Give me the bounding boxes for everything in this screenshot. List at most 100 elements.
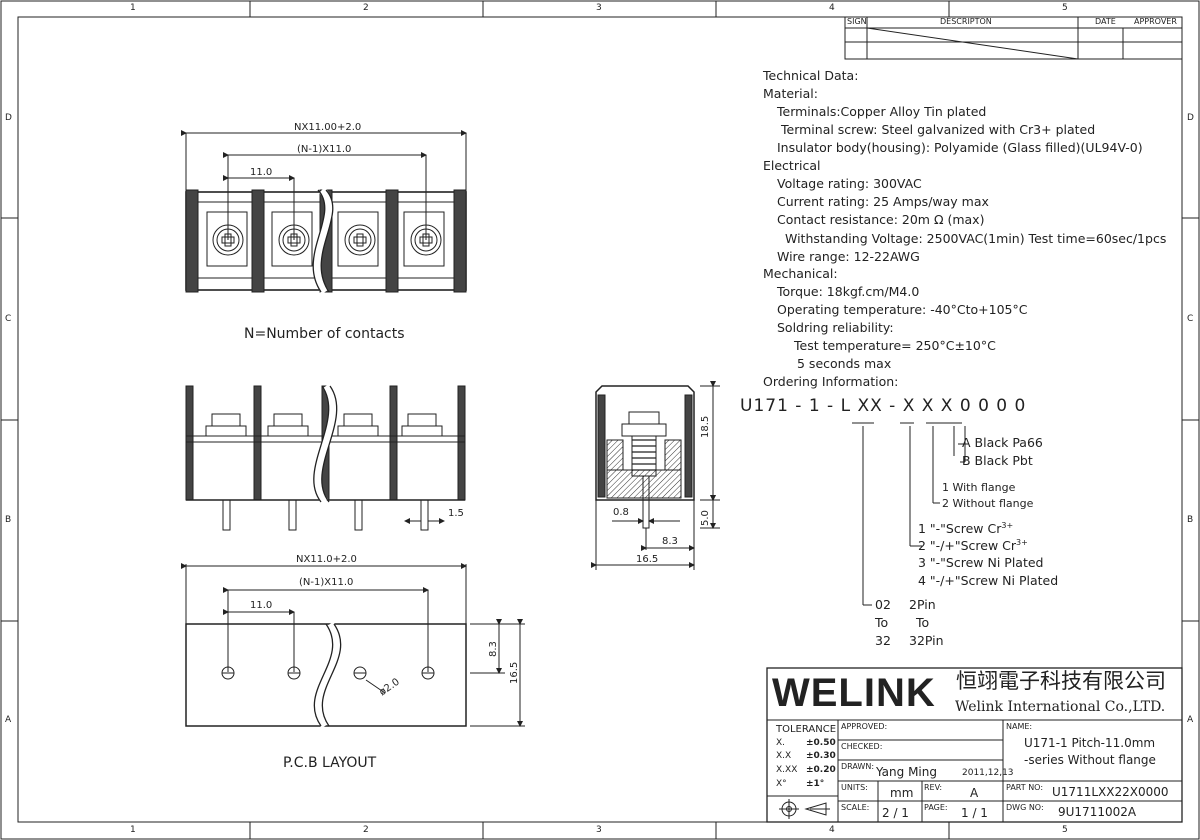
- ordering-pins-32pin: 32Pin: [909, 633, 944, 648]
- scale-label: SCALE:: [841, 803, 870, 812]
- ordering-flange-2: 2 Without flange: [942, 497, 1034, 510]
- title-block: [766, 667, 1183, 823]
- row-letter-d: D: [5, 113, 12, 123]
- tech-ordering: Ordering Information:: [763, 374, 899, 389]
- part-no-label: PART NO:: [1006, 783, 1044, 792]
- scale-value: 2 / 1: [882, 806, 909, 820]
- ordering-screw-1-text: 1 "-"Screw Cr: [918, 521, 1002, 537]
- ordering-leader-lines: [852, 422, 966, 606]
- dim-pcb-hole-y: 8.3: [488, 641, 499, 657]
- col-number-3-bottom: 3: [596, 825, 602, 835]
- dim-side-height: 18.5: [700, 415, 711, 438]
- dim-top-span: (N-1)X11.0: [297, 144, 352, 155]
- units-label: UNITS:: [841, 783, 868, 792]
- company-name-en: Welink International Co.,LTD.: [955, 699, 1166, 715]
- ordering-screw-1: 1 "-"Screw Cr3+: [918, 522, 1013, 536]
- col-number-5-bottom: 5: [1062, 825, 1068, 835]
- page-value: 1 / 1: [961, 806, 988, 820]
- ordering-screw-3: 3 "-"Screw Ni Plated: [918, 555, 1044, 570]
- name-label: NAME:: [1006, 722, 1033, 731]
- drawn-label: DRAWN:: [841, 762, 875, 771]
- dwg-no-value: 9U1711002A: [1058, 805, 1137, 819]
- tech-electrical: Electrical: [763, 158, 821, 173]
- tech-wire-range: Wire range: 12-22AWG: [777, 249, 920, 264]
- dim-side-depth: 16.5: [636, 554, 659, 565]
- row-letter-c: C: [5, 314, 12, 324]
- row-letter-a: A: [5, 715, 12, 725]
- ordering-flange-1: 1 With flange: [942, 481, 1016, 494]
- tolerance-label: TOLERANCE: [776, 724, 837, 735]
- front-view-drawing: [185, 383, 466, 531]
- tol-xx-value: ±0.30: [806, 751, 836, 761]
- part-no-value: U1711LXX22X0000: [1052, 785, 1169, 799]
- rev-sign-header: SIGN: [847, 17, 867, 26]
- units-value: mm: [890, 786, 914, 800]
- dim-pcb-span: (N-1)X11.0: [299, 577, 354, 588]
- tol-xxx: X.XX: [776, 765, 798, 775]
- ordering-pins-02: 02: [875, 597, 891, 612]
- col-number-3: 3: [596, 3, 602, 13]
- side-view-drawing: [591, 381, 720, 570]
- col-number-1-bottom: 1: [130, 825, 136, 835]
- rev-description-header: DESCRIPTON: [940, 17, 992, 26]
- row-letter-d-right: D: [1187, 113, 1194, 123]
- col-number-2: 2: [363, 3, 369, 13]
- tech-terminals: Terminals:Copper Alloy Tin plated: [777, 104, 987, 119]
- approved-label: APPROVED:: [841, 722, 888, 731]
- checked-label: CHECKED:: [841, 742, 883, 751]
- col-number-2-bottom: 2: [363, 825, 369, 835]
- tech-test-temp: Test temperature= 250°C±10°C: [794, 338, 996, 353]
- tol-xx: X.X: [776, 751, 792, 761]
- drawn-by: Yang Ming: [876, 765, 937, 779]
- tol-xxx-value: ±0.20: [806, 765, 836, 775]
- tech-soldering: Soldring reliability:: [777, 320, 894, 335]
- pcb-layout-drawing: [181, 563, 525, 729]
- ordering-screw-4: 4 "-/+"Screw Ni Plated: [918, 573, 1059, 588]
- tech-insulator: Insulator body(housing): Polyamide (Glas…: [777, 140, 1143, 155]
- ordering-screw-2: 2 "-/+"Screw Cr3+: [918, 539, 1028, 553]
- col-number-4: 4: [829, 3, 835, 13]
- dim-pcb-pitch: 11.0: [250, 600, 273, 611]
- dim-front-pin: 1.5: [448, 508, 464, 519]
- rev-date-header: DATE: [1095, 17, 1116, 26]
- row-letter-b: B: [5, 515, 12, 525]
- welink-logo: WELINK: [772, 671, 936, 715]
- col-number-1: 1: [130, 3, 136, 13]
- tech-mechanical: Mechanical:: [763, 266, 838, 281]
- row-letter-b-right: B: [1187, 515, 1194, 525]
- tech-seconds: 5 seconds max: [797, 356, 892, 371]
- col-number-5: 5: [1062, 3, 1068, 13]
- tech-heading: Technical Data:: [763, 68, 859, 83]
- page-label: PAGE:: [924, 803, 948, 812]
- ordering-pins-to-b: To: [916, 615, 930, 630]
- drawn-date: 2011,12,13: [962, 768, 1014, 778]
- row-letter-a-right: A: [1187, 715, 1194, 725]
- tech-withstanding: Withstanding Voltage: 2500VAC(1min) Test…: [785, 231, 1167, 246]
- tech-screw: Terminal screw: Steel galvanized with Cr…: [781, 122, 1096, 137]
- tech-operating-temp: Operating temperature: -40°Cto+105°C: [777, 302, 1028, 317]
- company-name-cn: 恒翊電子科技有限公司: [956, 669, 1166, 693]
- part-name-line2: -series Without flange: [1024, 753, 1156, 767]
- part-name-line1: U171-1 Pitch-11.0mm: [1024, 736, 1156, 750]
- tol-x: X.: [776, 738, 786, 748]
- pcb-layout-label: P.C.B LAYOUT: [283, 755, 377, 771]
- n-note: N=Number of contacts: [244, 326, 405, 342]
- ordering-pins-2pin: 2Pin: [909, 597, 936, 612]
- tech-current: Current rating: 25 Amps/way max: [777, 194, 989, 209]
- dim-side-pin-position: 8.3: [662, 536, 678, 547]
- ordering-screw-2-text: 2 "-/+"Screw Cr: [918, 538, 1017, 554]
- rev-value: A: [970, 786, 979, 800]
- rev-approver-header: APPROVER: [1134, 17, 1177, 26]
- tol-deg-value: ±1°: [806, 779, 825, 789]
- ordering-material-b: B Black Pbt: [962, 453, 1033, 468]
- tech-contact-resistance: Contact resistance: 20m Ω (max): [777, 212, 985, 227]
- tech-material: Material:: [763, 86, 818, 101]
- ordering-material-a: A Black Pa66: [962, 435, 1043, 450]
- ordering-pins-32: 32: [875, 633, 891, 648]
- revision-table: [844, 16, 1183, 60]
- dim-pcb-height: 16.5: [509, 661, 520, 684]
- ordering-screw-2-sup: 3+: [1016, 538, 1028, 547]
- ordering-pins-to-a: To: [875, 615, 889, 630]
